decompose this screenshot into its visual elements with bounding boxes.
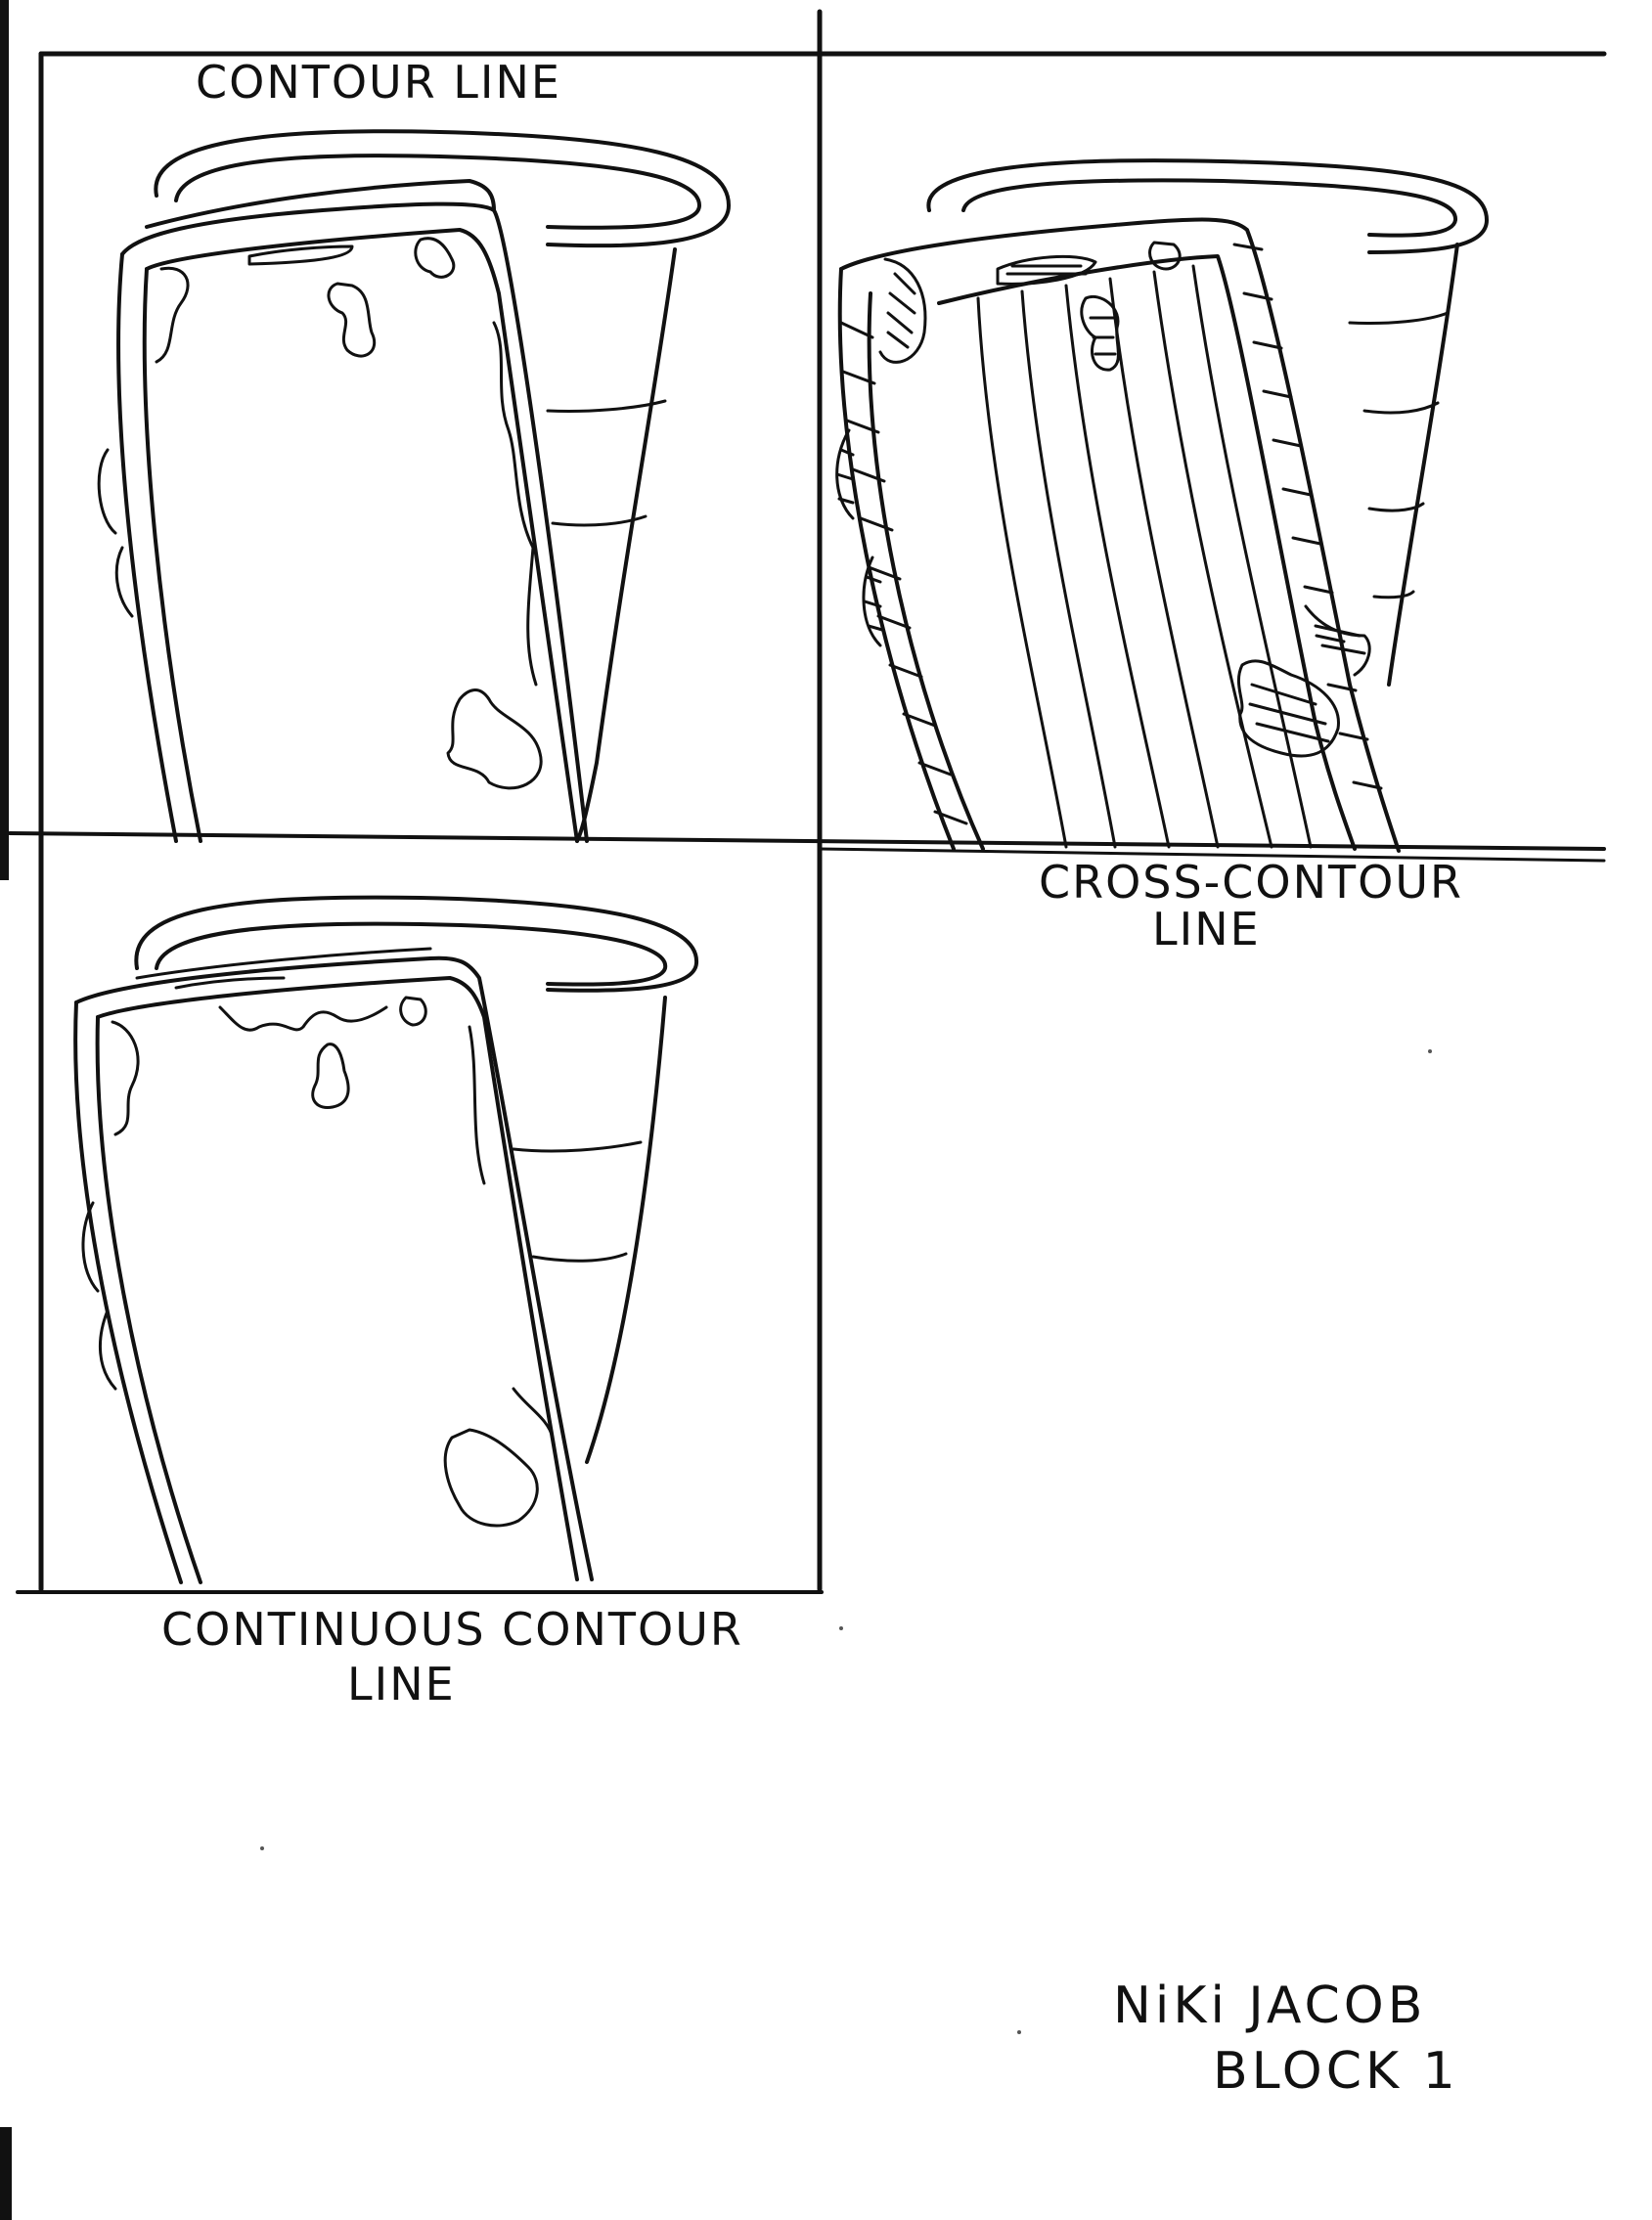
label-cross-contour-line2: LINE bbox=[1152, 903, 1261, 955]
label-continuous-contour-line2: LINE bbox=[347, 1658, 456, 1710]
contour-cup-drawing bbox=[97, 129, 731, 843]
panel-contour-line: CONTOUR LINE bbox=[97, 56, 731, 843]
panel-grid bbox=[8, 9, 1607, 1594]
artist-signature: NiKi JACOB BLOCK 1 bbox=[1113, 1976, 1459, 2101]
signature-name: NiKi JACOB bbox=[1113, 1976, 1426, 2035]
label-contour-line: CONTOUR LINE bbox=[196, 56, 561, 109]
cross-contour-cup-drawing bbox=[835, 158, 1489, 853]
panel-continuous-contour-line: CONTINUOUS CONTOUR LINE bbox=[73, 895, 743, 1710]
scan-edge-left bbox=[0, 0, 9, 880]
panel-cross-contour-line: CROSS-CONTOUR LINE bbox=[835, 158, 1489, 955]
scan-specks bbox=[260, 1049, 1432, 2034]
signature-block: BLOCK 1 bbox=[1213, 2042, 1459, 2101]
scan-edge-left-bottom bbox=[0, 2127, 12, 2220]
continuous-cup-drawing bbox=[73, 895, 699, 1584]
label-cross-contour-line1: CROSS-CONTOUR bbox=[1039, 856, 1463, 909]
label-continuous-contour-line1: CONTINUOUS CONTOUR bbox=[161, 1603, 743, 1656]
